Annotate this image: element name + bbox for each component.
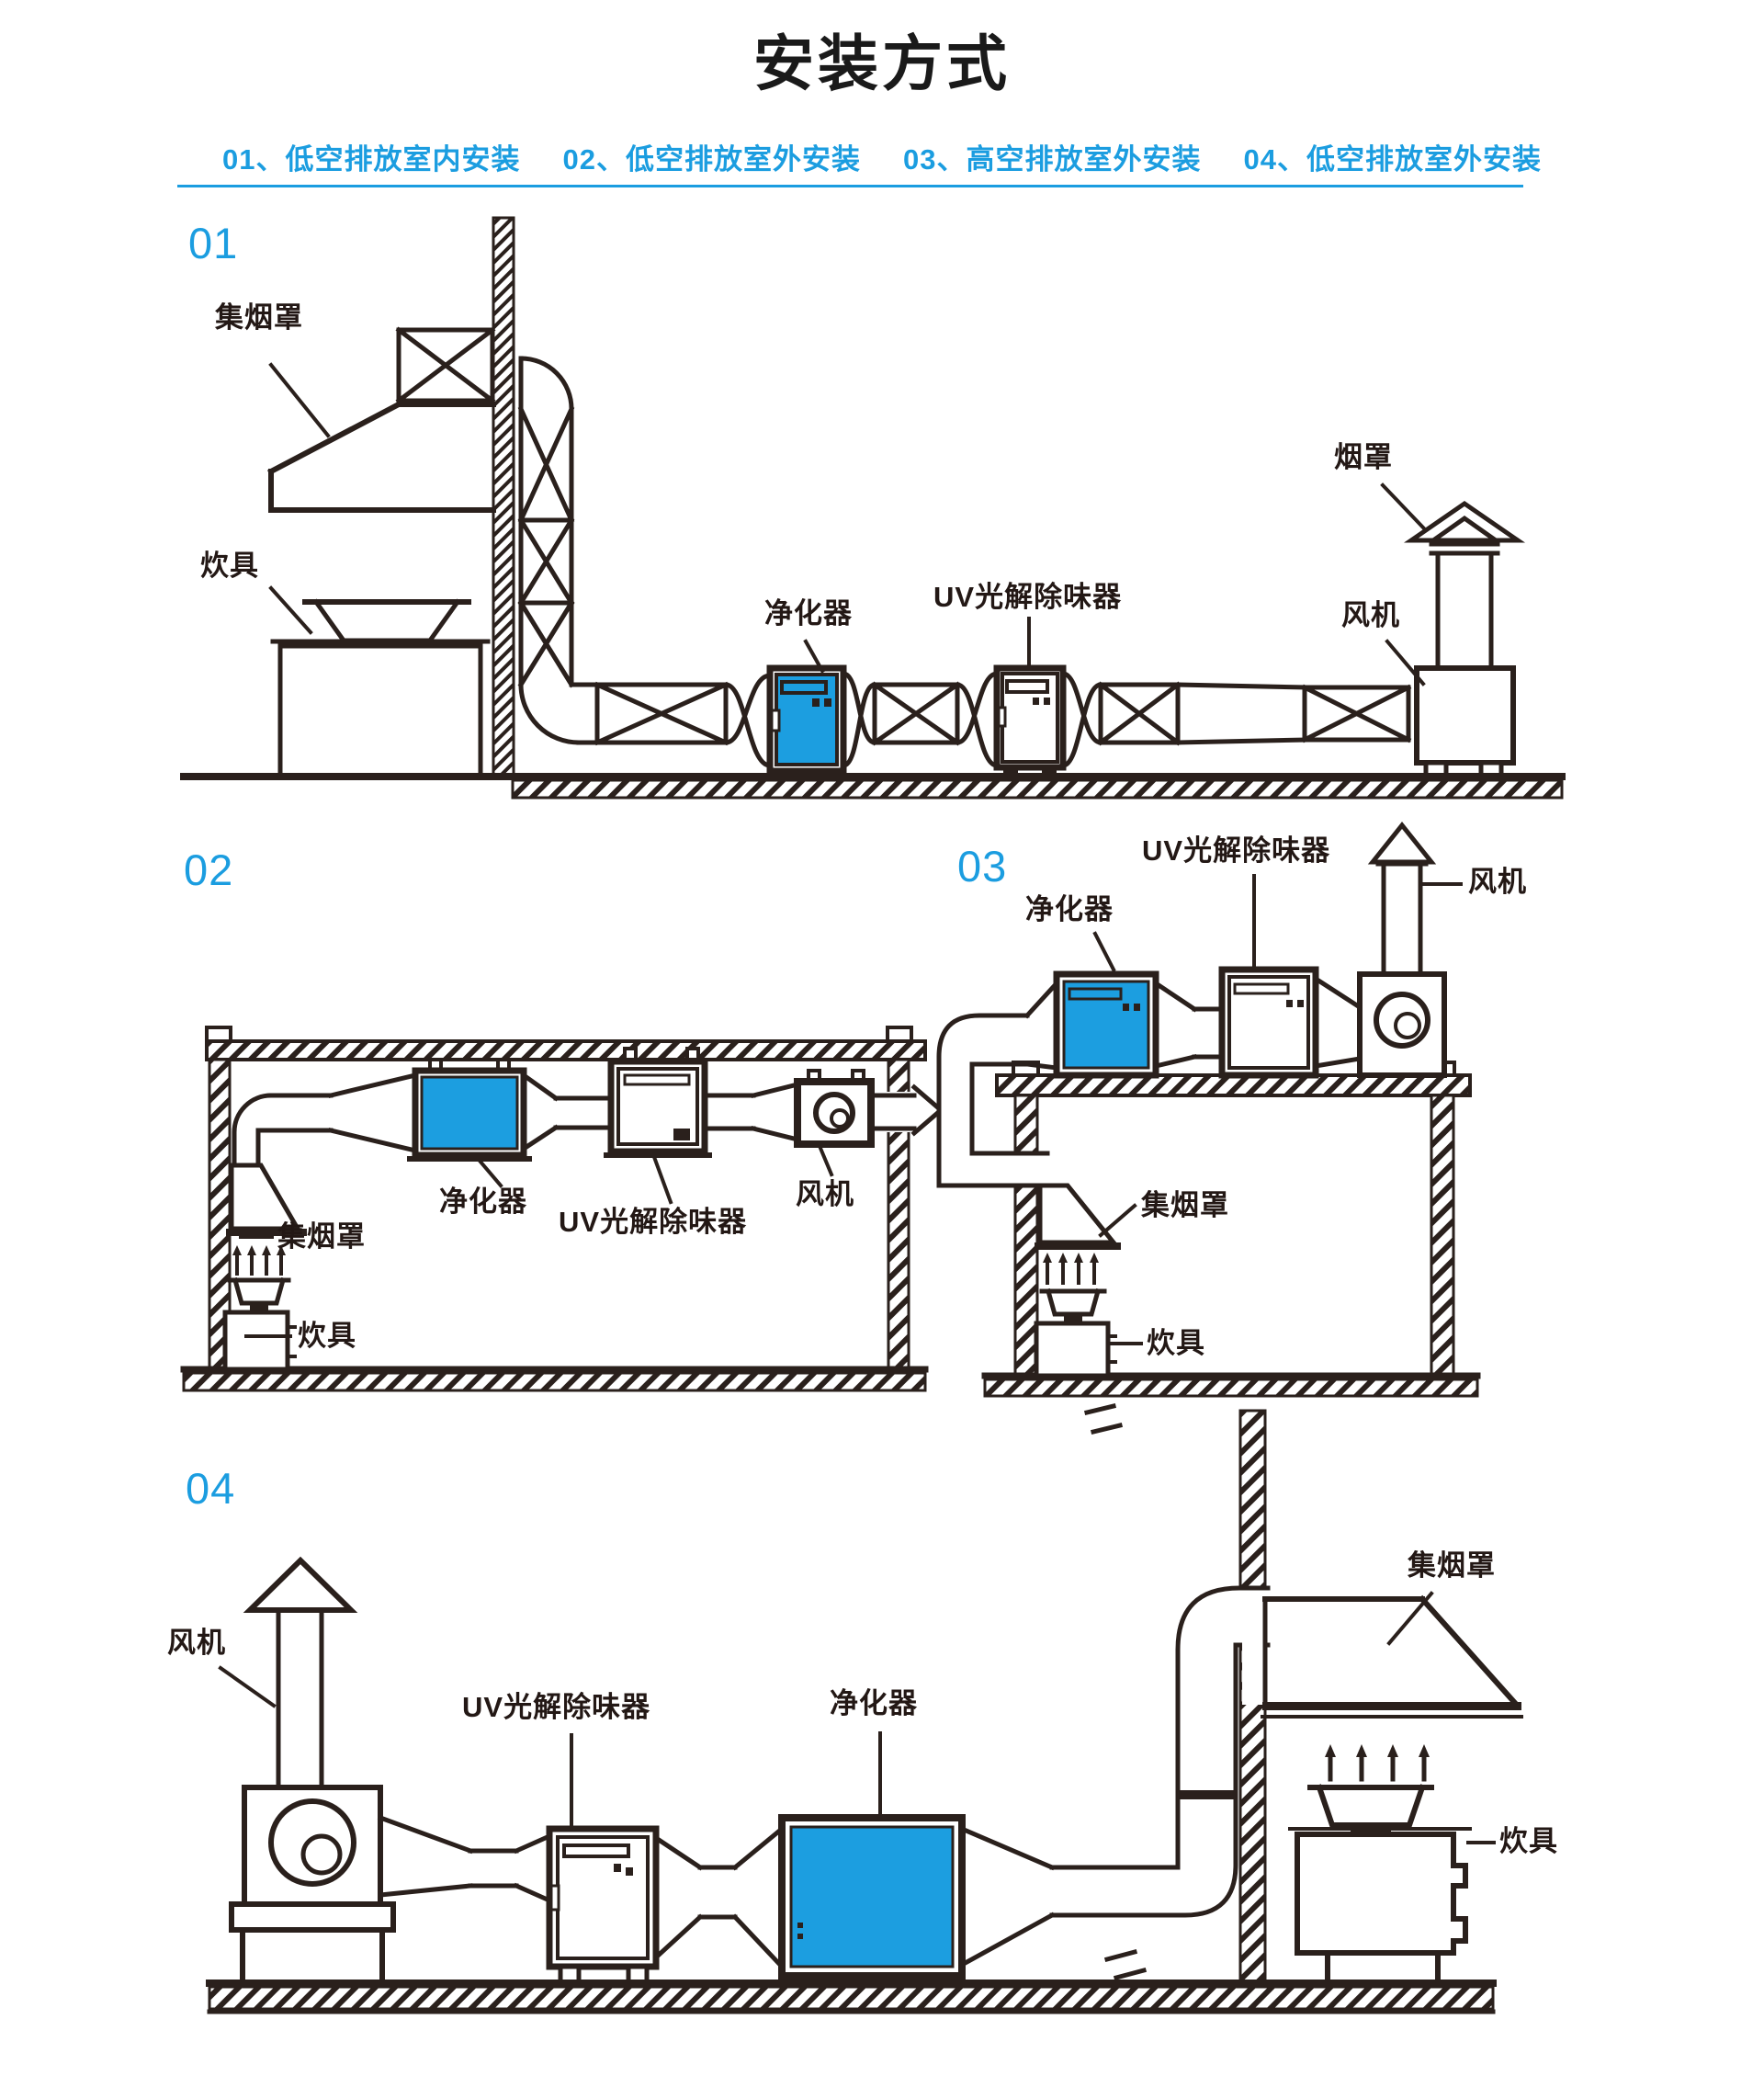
diagram-04-cookware-label: 炊具 (1499, 1825, 1558, 1857)
chimney (1375, 861, 1429, 977)
duct-run-right (958, 1585, 1271, 1968)
collect-hood (266, 402, 496, 513)
diagram-02-number: 02 (184, 845, 234, 894)
duct-run (999, 975, 1363, 1071)
break-marks (1103, 1948, 1148, 1981)
diagram-02-uv-label: UV光解除味器 (559, 1206, 748, 1238)
diagram-01-uv-label: UV光解除味器 (933, 581, 1123, 613)
diagram-04-uv-label: UV光解除味器 (462, 1691, 651, 1723)
fan-box (794, 1069, 875, 1148)
subtitle-item-1: 01、低空排放室内安装 (222, 143, 521, 176)
purifier-box (407, 1058, 532, 1162)
floor (981, 1372, 1481, 1398)
diagram-03-number: 03 (957, 842, 1008, 891)
diagram-03-fan-label: 风机 (1468, 866, 1527, 898)
purifier-box (778, 1814, 966, 1983)
diagram-03-hood-label: 集烟罩 (1141, 1189, 1229, 1221)
duct-column (517, 356, 582, 745)
leader-lines (218, 1591, 1496, 1844)
uv-deodorizer-box (604, 1047, 712, 1158)
steam-arrows (1325, 1744, 1430, 1782)
duct-xbox (395, 326, 496, 404)
wall (492, 216, 515, 778)
left-wall (1013, 1094, 1039, 1378)
riser-duct (936, 1013, 1050, 1188)
leader-lines (239, 1143, 834, 1338)
subtitle-item-2: 02、低空排放室外安装 (562, 143, 861, 176)
uv-deodorizer-box (993, 664, 1067, 775)
wok (1039, 1288, 1107, 1322)
diagram-01-cookware-label: 炊具 (200, 550, 259, 582)
subtitle-row: 01、低空排放室内安装 02、低空排放室外安装 03、高空排放室外安装 04、低… (0, 136, 1764, 177)
diagram-03-uv-label: UV光解除味器 (1142, 834, 1331, 867)
diagram-02-purifier-label: 净化器 (439, 1185, 527, 1218)
leader-lines (1092, 874, 1463, 1345)
diagram-02-hood-label: 集烟罩 (277, 1220, 366, 1253)
duct-run-left (377, 1814, 553, 1904)
diagram-03-purifier-label: 净化器 (1025, 893, 1114, 925)
diagram-01-art (180, 216, 1566, 800)
right-wall (1430, 1094, 1455, 1378)
chimney (1429, 541, 1500, 671)
chimney (276, 1607, 324, 1790)
diagram-02-fan-label: 风机 (796, 1178, 854, 1210)
page-title: 安装方式 (753, 29, 1011, 97)
diagram-04-number: 04 (186, 1464, 236, 1513)
subtitle-item-3: 03、高空排放室外安装 (903, 143, 1202, 176)
uv-deodorizer-box (546, 1825, 660, 1986)
rain-cap (1403, 500, 1526, 544)
fan-box (1414, 665, 1516, 779)
diagram-01-fan-label: 风机 (1341, 599, 1400, 631)
leader-lines (268, 362, 1426, 686)
diagram-01-cap-label: 烟罩 (1334, 441, 1393, 473)
diagram-02-cookware-label: 炊具 (298, 1320, 356, 1352)
diagram-01-number: 01 (188, 219, 239, 267)
diagram-01-hood-label: 集烟罩 (215, 301, 303, 334)
duct-run (268, 1072, 944, 1154)
duct-run-mid (652, 1825, 786, 1970)
diagram-04-fan-label: 风机 (167, 1627, 226, 1659)
cookware-stove (222, 1310, 297, 1372)
rain-cap (1367, 821, 1437, 865)
diagram-03-cookware-label: 炊具 (1147, 1327, 1205, 1359)
collect-hood (1242, 1594, 1523, 1719)
subtitle-item-4: 04、低空排放室外安装 (1243, 143, 1542, 176)
divider-line (177, 185, 1523, 187)
fan-box (229, 1785, 396, 1986)
duct-run (569, 671, 1412, 768)
break-marks (1083, 1402, 1124, 1435)
diagram-04-hood-label: 集烟罩 (1408, 1549, 1496, 1582)
collect-hood (226, 1163, 307, 1236)
purifier-box (766, 664, 847, 777)
ground (206, 1980, 1497, 2014)
fan-box (1357, 971, 1447, 1078)
ground (180, 773, 1566, 800)
collect-hood (1035, 1183, 1121, 1250)
cookware-stove (1288, 1827, 1472, 1986)
wok (227, 1276, 291, 1310)
steam-arrows (1043, 1253, 1099, 1285)
uv-deodorizer-box (1218, 966, 1319, 1079)
cookware-stove (1034, 1321, 1117, 1378)
steam-arrows (232, 1245, 286, 1276)
diagram-01-purifier-label: 净化器 (764, 597, 853, 630)
diagram-03-art (936, 821, 1481, 1435)
diagram-04-art (206, 1409, 1523, 2014)
floor (180, 1366, 929, 1392)
rain-cap (243, 1556, 358, 1613)
diagram-02-art (180, 1026, 944, 1392)
purifier-box (1053, 970, 1159, 1079)
diagram-04-purifier-label: 净化器 (830, 1687, 918, 1719)
ceiling (205, 1039, 927, 1061)
